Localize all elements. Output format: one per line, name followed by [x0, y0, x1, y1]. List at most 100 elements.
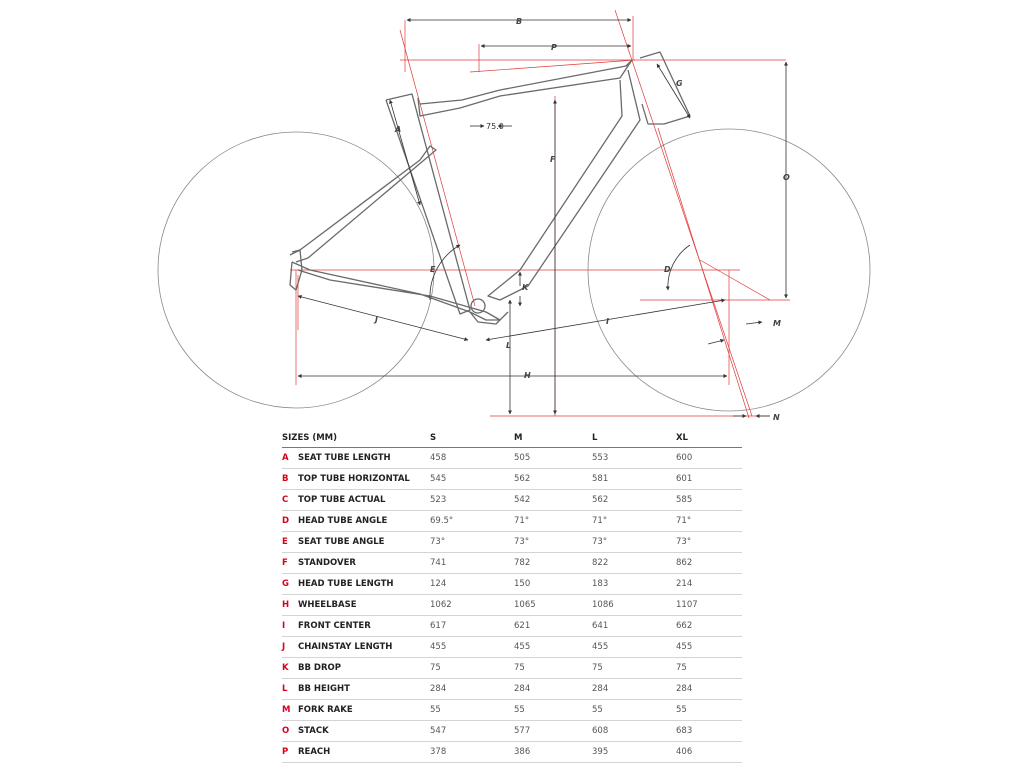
dimension-lines: [297, 18, 788, 418]
seat-angle-value: 75.0: [486, 122, 504, 131]
value-m: 455: [514, 636, 592, 658]
bike-frame: [289, 51, 691, 325]
dim-label-j: J: [373, 315, 378, 324]
value-l: 608: [592, 720, 676, 742]
value-s: 124: [430, 573, 514, 595]
value-m: 621: [514, 615, 592, 637]
value-s: 545: [430, 468, 514, 490]
row-name: STANDOVER: [298, 552, 430, 574]
value-m: 542: [514, 489, 592, 511]
value-l: 581: [592, 468, 676, 490]
value-m: 284: [514, 678, 592, 700]
row-name: TOP TUBE ACTUAL: [298, 489, 430, 511]
value-l: 55: [592, 699, 676, 721]
value-l: 183: [592, 573, 676, 595]
row-letter: H: [282, 594, 298, 616]
value-s: 1062: [430, 594, 514, 616]
row-letter: O: [282, 720, 298, 742]
value-xl: 600: [676, 447, 742, 469]
value-xl: 406: [676, 741, 742, 763]
dimension-labels: B P G A F O E D K J I M L H N 75.0: [373, 17, 790, 422]
dim-label-f: F: [550, 155, 556, 164]
value-s: 741: [430, 552, 514, 574]
value-xl: 284: [676, 678, 742, 700]
row-letter: L: [282, 678, 298, 700]
dim-label-k: K: [522, 283, 529, 292]
value-xl: 71°: [676, 510, 742, 532]
row-name: CHAINSTAY LENGTH: [298, 636, 430, 658]
row-name: HEAD TUBE ANGLE: [298, 510, 430, 532]
value-s: 617: [430, 615, 514, 637]
value-s: 523: [430, 489, 514, 511]
row-letter: K: [282, 657, 298, 679]
row-letter: F: [282, 552, 298, 574]
value-m: 1065: [514, 594, 592, 616]
value-m: 782: [514, 552, 592, 574]
row-name: FORK RAKE: [298, 699, 430, 721]
dim-label-l: L: [506, 341, 511, 350]
value-m: 73°: [514, 531, 592, 553]
value-s: 69.5°: [430, 510, 514, 532]
dim-label-d: D: [664, 265, 671, 274]
value-m: 71°: [514, 510, 592, 532]
bike-geometry-diagram: B P G A F O E D K J I M L H N 75.0: [157, 9, 871, 422]
row-name: STACK: [298, 720, 430, 742]
value-xl: 455: [676, 636, 742, 658]
value-m: 505: [514, 447, 592, 469]
value-xl: 73°: [676, 531, 742, 553]
row-letter: C: [282, 489, 298, 511]
table-header-row: SIZES (MM) S M L XL: [282, 428, 742, 448]
value-l: 822: [592, 552, 676, 574]
row-name: TOP TUBE HORIZONTAL: [298, 468, 430, 490]
row-name: WHEELBASE: [298, 594, 430, 616]
value-l: 641: [592, 615, 676, 637]
header-l: L: [592, 428, 676, 448]
value-m: 577: [514, 720, 592, 742]
value-s: 458: [430, 447, 514, 469]
value-l: 395: [592, 741, 676, 763]
value-s: 455: [430, 636, 514, 658]
dim-label-b: B: [516, 17, 522, 26]
value-xl: 662: [676, 615, 742, 637]
header-s: S: [430, 428, 514, 448]
value-xl: 1107: [676, 594, 742, 616]
row-name: SEAT TUBE ANGLE: [298, 531, 430, 553]
value-l: 455: [592, 636, 676, 658]
value-s: 75: [430, 657, 514, 679]
row-letter: I: [282, 615, 298, 637]
dim-label-g: G: [676, 79, 683, 88]
value-s: 284: [430, 678, 514, 700]
value-m: 75: [514, 657, 592, 679]
value-s: 547: [430, 720, 514, 742]
value-m: 562: [514, 468, 592, 490]
header-xl: XL: [676, 428, 742, 448]
dim-label-p: P: [551, 43, 557, 52]
row-name: BB DROP: [298, 657, 430, 679]
value-s: 73°: [430, 531, 514, 553]
header-m: M: [514, 428, 592, 448]
dim-label-h: H: [524, 371, 531, 380]
dim-label-o: O: [783, 173, 790, 182]
value-m: 55: [514, 699, 592, 721]
value-xl: 55: [676, 699, 742, 721]
row-letter: M: [282, 699, 298, 721]
dim-label-i: I: [606, 317, 609, 326]
value-s: 55: [430, 699, 514, 721]
row-letter: P: [282, 741, 298, 763]
value-l: 562: [592, 489, 676, 511]
value-xl: 862: [676, 552, 742, 574]
dim-label-a: A: [394, 125, 401, 134]
